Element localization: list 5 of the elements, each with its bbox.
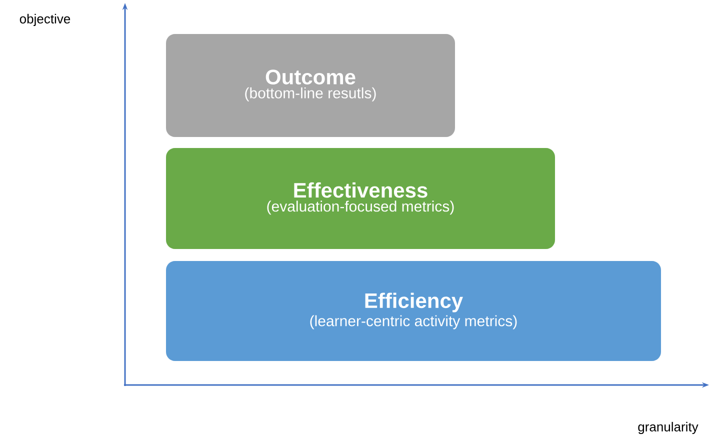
axis-label: objective <box>20 14 70 26</box>
axis-label: granularity <box>638 422 698 434</box>
level-box: Efficiency (learner-centric activity metrics) <box>166 260 661 361</box>
level-box: Effectiveness (evaluation-focused metrics) <box>166 148 555 249</box>
level-box: Outcome (bottom-line resutls) <box>166 34 455 137</box>
